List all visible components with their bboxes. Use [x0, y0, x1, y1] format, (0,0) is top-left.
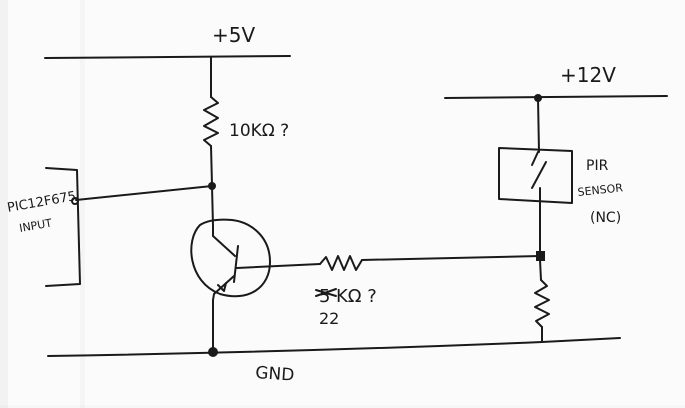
label-resistor-10k: 10KΩ ? — [229, 121, 289, 141]
pir-switch-contact — [531, 151, 539, 166]
strikeout-mark — [315, 288, 337, 297]
label-pir-nc: (NC) — [590, 210, 621, 226]
wire-node-to-collector — [211, 185, 214, 227]
pir-sensor-box — [498, 147, 573, 204]
label-5v: +5V — [212, 23, 255, 47]
label-resistor-base-value: 22 — [319, 309, 339, 328]
wire-node-to-pulldown — [539, 259, 542, 281]
wire-base — [236, 263, 321, 269]
label-input: INPUT — [18, 216, 53, 235]
label-12v: +12V — [560, 63, 616, 87]
label-gnd: GND — [255, 363, 295, 386]
junction-sensor — [536, 251, 545, 261]
resistor-10k — [203, 96, 219, 147]
wire-resistor-to-node — [210, 145, 213, 186]
transistor-collector — [212, 225, 236, 257]
label-pic: PIC12F675 — [6, 189, 77, 216]
transistor-emitter — [212, 275, 235, 301]
rail-gnd — [47, 337, 621, 357]
label-resistor-base: KΩ ? — [336, 286, 377, 307]
label-resistor-base-old: 5 — [319, 286, 330, 307]
emitter-arrow-icon — [217, 282, 227, 292]
label-pir-sensor: SENSOR — [577, 181, 624, 199]
wire-resistor-to-sensor-node — [361, 255, 541, 261]
rail-12v — [444, 95, 668, 99]
wire-node-to-pic — [75, 185, 213, 201]
rail-5v — [44, 55, 291, 59]
junction-gnd — [208, 347, 218, 357]
pir-switch-blade — [531, 161, 547, 189]
resistor-base — [319, 255, 363, 271]
wire-12v-to-pir — [537, 97, 540, 153]
pic-chip-outline — [45, 167, 81, 287]
transistor-body — [190, 218, 271, 298]
resistor-pulldown — [534, 279, 550, 328]
label-pir: PIR — [586, 158, 609, 174]
